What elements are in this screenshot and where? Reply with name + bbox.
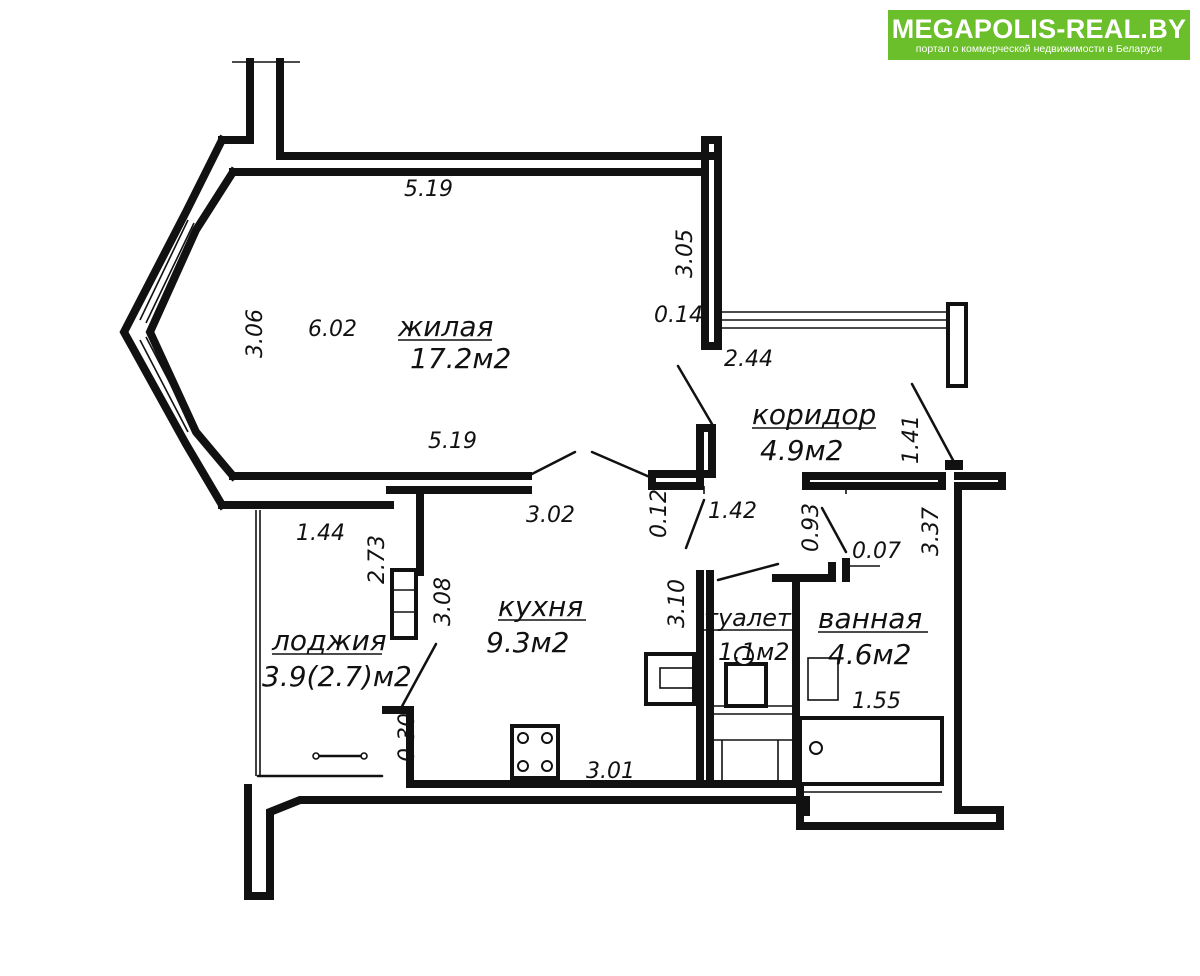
room-living-name: жилая bbox=[397, 310, 493, 343]
room-toilet-name: туалет bbox=[704, 604, 792, 632]
dim-wall-030: 0.30 bbox=[395, 713, 420, 762]
room-corridor-name: коридор bbox=[752, 398, 876, 431]
dim-loggia-273: 2.73 bbox=[365, 535, 390, 584]
dim-living-top: 5.19 bbox=[404, 177, 453, 202]
kitchen-sink-icon bbox=[644, 652, 696, 706]
dim-living-bottom: 5.19 bbox=[428, 429, 477, 454]
fixtures bbox=[510, 646, 839, 780]
brand-subtitle: портал о коммерческой недвижимости в Бел… bbox=[915, 43, 1163, 55]
dim-kitchen-308: 3.08 bbox=[431, 577, 456, 626]
room-bathroom-area: 4.6м2 bbox=[828, 638, 911, 671]
dim-wall-012: 0.12 bbox=[647, 489, 672, 538]
room-corridor-area: 4.9м2 bbox=[760, 434, 843, 467]
dim-door-142: 1.42 bbox=[708, 499, 757, 524]
bay-window bbox=[139, 219, 195, 433]
dim-bath-337: 3.37 bbox=[919, 507, 944, 556]
dim-bath-007: 0.07 bbox=[852, 539, 901, 564]
room-loggia-name: лоджия bbox=[271, 624, 387, 657]
dim-kitchen-302: 3.02 bbox=[526, 503, 575, 528]
walls bbox=[119, 58, 1006, 900]
dim-kitchen-301: 3.01 bbox=[586, 759, 635, 784]
dim-wall-014: 0.14 bbox=[654, 303, 703, 328]
dim-kitchen-310: 3.10 bbox=[665, 579, 690, 628]
room-bathroom-name: ванная bbox=[818, 602, 922, 635]
brand-title: MEGAPOLIS-REAL.BY bbox=[891, 14, 1187, 44]
washbasin-icon bbox=[807, 657, 839, 701]
dim-living-left: 3.06 bbox=[243, 309, 268, 358]
room-loggia-area: 3.9(2.7)м2 bbox=[262, 660, 412, 693]
brand-logo[interactable]: MEGAPOLIS-REAL.BY портал о коммерческой … bbox=[888, 10, 1190, 60]
dim-bath-155: 1.55 bbox=[852, 689, 901, 714]
room-toilet-area: 1.1м2 bbox=[718, 638, 790, 666]
dim-corridor-141: 1.41 bbox=[899, 415, 924, 464]
dim-living-right: 3.05 bbox=[673, 229, 698, 278]
dim-corridor-244: 2.44 bbox=[724, 347, 773, 372]
balcony-rail bbox=[718, 302, 968, 388]
dim-bath-093: 0.93 bbox=[799, 503, 824, 552]
room-kitchen-name: кухня bbox=[498, 590, 583, 623]
room-living-area: 17.2м2 bbox=[410, 342, 511, 375]
toilet-bowl-icon bbox=[724, 662, 768, 708]
dimension-labels: 5.19 5.19 3.06 6.02 3.05 0.14 2.44 1.41 … bbox=[243, 177, 944, 784]
room-labels: жилая 17.2м2 коридор 4.9м2 кухня 9.3м2 т… bbox=[262, 310, 928, 693]
dim-loggia-144: 1.44 bbox=[296, 521, 345, 546]
room-kitchen-area: 9.3м2 bbox=[486, 626, 569, 659]
dim-living-depth: 6.02 bbox=[308, 317, 357, 342]
